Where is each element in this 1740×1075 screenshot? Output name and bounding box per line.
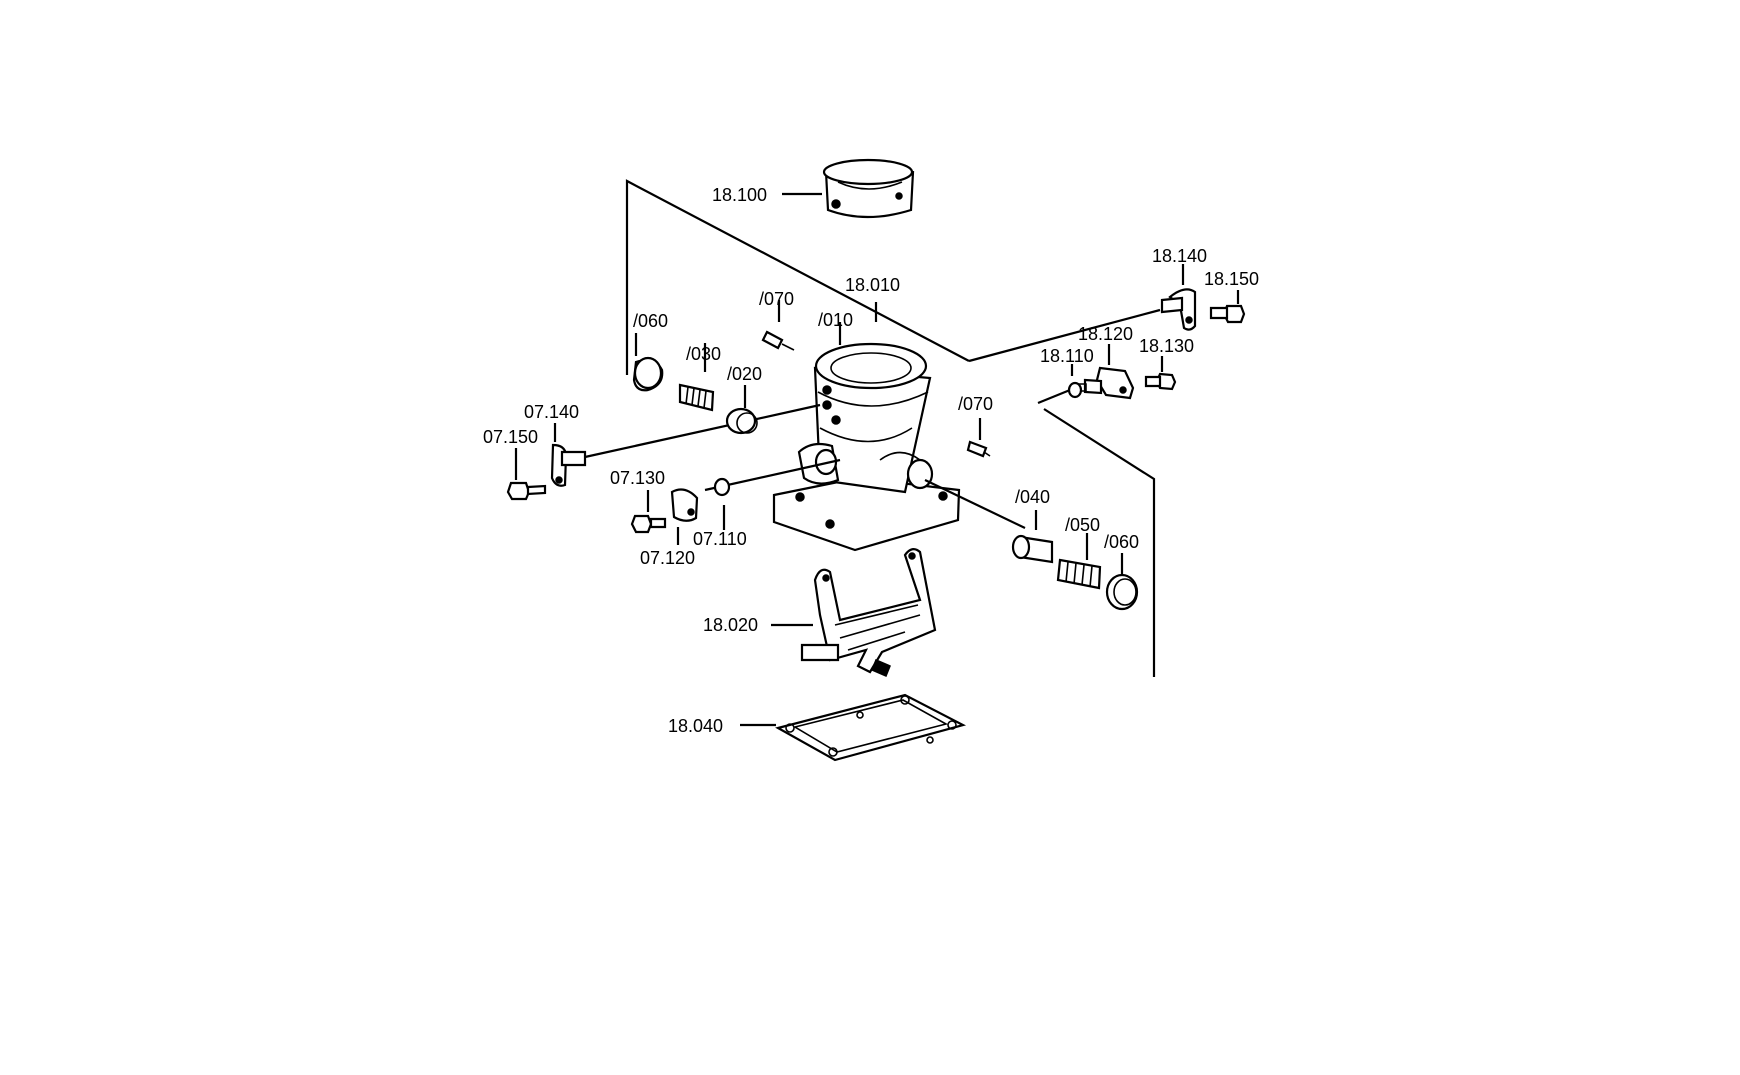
- label-020: /020: [727, 364, 762, 384]
- shaft-line-18-140: [968, 308, 1161, 363]
- bolt-18-130: [1144, 356, 1177, 391]
- bracket-07-140: [550, 423, 587, 487]
- label-07-130: 07.130: [610, 468, 665, 488]
- part-labels: 18.100 18.010 /070 /010 /060 /030 /020 0…: [483, 185, 1259, 736]
- label-18-150: 18.150: [1204, 269, 1259, 289]
- fork-18-020: [771, 548, 937, 677]
- label-060-left: /060: [633, 311, 668, 331]
- label-18-110: 18.110: [1040, 346, 1094, 366]
- label-07-120: 07.120: [640, 548, 695, 568]
- plug-060-left: [632, 333, 664, 392]
- label-18-040: 18.040: [668, 716, 723, 736]
- plug-020: [725, 385, 758, 435]
- spring-050: [1056, 533, 1102, 590]
- label-18-010: 18.010: [845, 275, 900, 295]
- gasket-18-040: [740, 693, 967, 762]
- bolt-07-150: [506, 448, 547, 501]
- spring-030: [678, 343, 715, 412]
- label-18-130: 18.130: [1139, 336, 1194, 356]
- label-18-120: 18.120: [1078, 324, 1133, 344]
- assembly-frame: [625, 179, 1156, 677]
- shaft-line-left: [584, 403, 821, 459]
- label-070-top: /070: [759, 289, 794, 309]
- washer-18-110: [1067, 364, 1083, 399]
- bolt-07-130: [630, 490, 667, 534]
- label-18-100: 18.100: [712, 185, 767, 205]
- sleeve-040: [1011, 510, 1054, 564]
- label-010: /010: [818, 310, 853, 330]
- ring-18-100: [782, 158, 915, 219]
- label-18-020: 18.020: [703, 615, 758, 635]
- label-050: /050: [1065, 515, 1100, 535]
- bolt-18-150: [1209, 290, 1246, 324]
- pin-070-top: [761, 300, 795, 351]
- label-030: /030: [686, 344, 721, 364]
- oring-07-110: [713, 477, 731, 530]
- label-07-140: 07.140: [524, 402, 579, 422]
- label-040: /040: [1015, 487, 1050, 507]
- label-07-150: 07.150: [483, 427, 538, 447]
- label-07-110: 07.110: [693, 529, 747, 549]
- flange-18-120: [1078, 344, 1135, 400]
- plug-060-right: [1105, 553, 1139, 611]
- shaft-line-18-110: [1037, 388, 1071, 405]
- bracket-07-120: [670, 488, 699, 545]
- label-070-right: /070: [958, 394, 993, 414]
- label-060-right: /060: [1104, 532, 1139, 552]
- gear-housing: [772, 342, 961, 552]
- shaft-line-right: [924, 479, 1026, 529]
- pin-070-right: [966, 418, 991, 458]
- label-18-140: 18.140: [1152, 246, 1207, 266]
- bracket-18-140: [1160, 264, 1197, 331]
